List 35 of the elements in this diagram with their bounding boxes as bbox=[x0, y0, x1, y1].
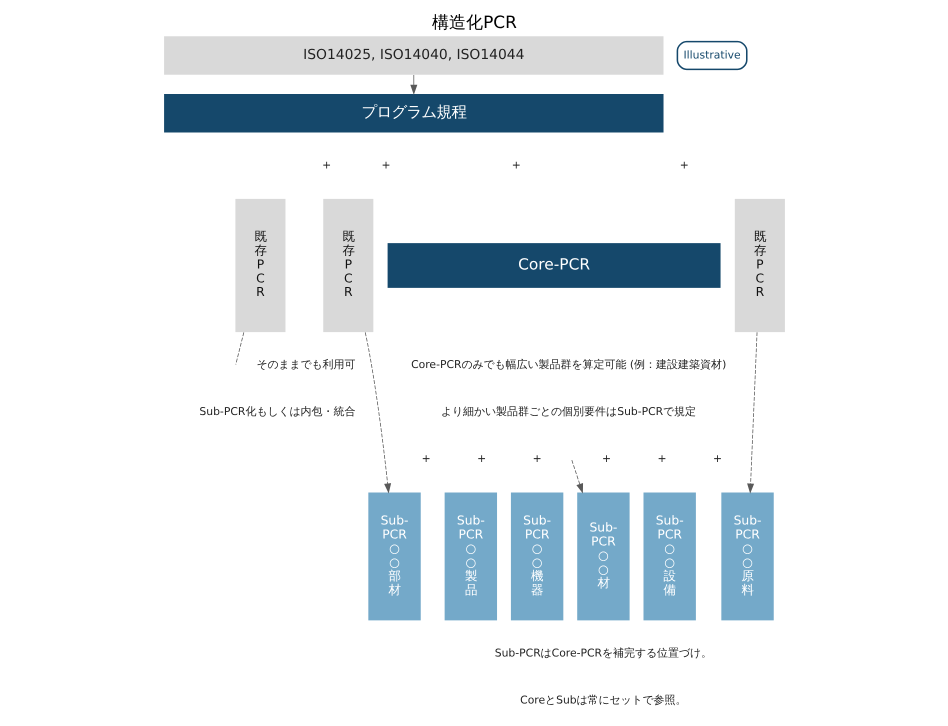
arrow bbox=[410, 74, 417, 95]
label: CoreとSubは常にセットで参照。 bbox=[520, 693, 686, 706]
node-box: プログラム規程 bbox=[164, 94, 664, 133]
node-box: 既存PCR bbox=[234, 198, 285, 332]
node-box: Sub-PCR ○○原料 bbox=[720, 492, 774, 620]
label: + bbox=[511, 158, 520, 172]
label: Core-PCRのみでも幅広い製品群を算定可能 (例：建設建築資材) bbox=[410, 358, 726, 372]
label: + bbox=[421, 452, 430, 466]
label: Sub-PCR化もしくは内包・統合 bbox=[198, 405, 355, 418]
arrow bbox=[746, 332, 757, 494]
label: + bbox=[532, 452, 542, 466]
label: そのままでも利用可 bbox=[256, 358, 355, 372]
node-box: Sub-PCR ○○設備 bbox=[642, 492, 696, 620]
connector bbox=[234, 332, 244, 365]
node-box: Sub-PCR ○○部材 bbox=[368, 492, 420, 620]
label: + bbox=[679, 158, 688, 172]
node-box: Core-PCR bbox=[387, 243, 720, 288]
node-box: 既存PCR bbox=[734, 198, 784, 332]
node-box: 既存PCR bbox=[322, 198, 373, 332]
label: + bbox=[656, 452, 666, 466]
label: Sub-PCRはCore-PCRを補完する位置づけ。 bbox=[494, 646, 712, 660]
arrow bbox=[570, 460, 583, 494]
label: + bbox=[381, 158, 390, 172]
label: Illustrative bbox=[683, 48, 740, 62]
diagram-title: 構造化PCR bbox=[432, 12, 516, 32]
node-box: Sub-PCR ○○材 bbox=[576, 492, 630, 620]
label: より細かい製品群ごとの個別要件はSub-PCRで規定 bbox=[440, 405, 696, 418]
label: + bbox=[601, 452, 611, 466]
node-box: ISO14025, ISO14040, ISO14044 bbox=[164, 36, 664, 75]
node-box: Sub-PCR ○○機器 bbox=[510, 492, 563, 620]
arrow bbox=[364, 332, 391, 494]
label: + bbox=[476, 452, 486, 466]
label: + bbox=[712, 452, 722, 466]
label: + bbox=[322, 158, 331, 172]
node-box: Sub-PCR ○○製品 bbox=[444, 492, 497, 620]
